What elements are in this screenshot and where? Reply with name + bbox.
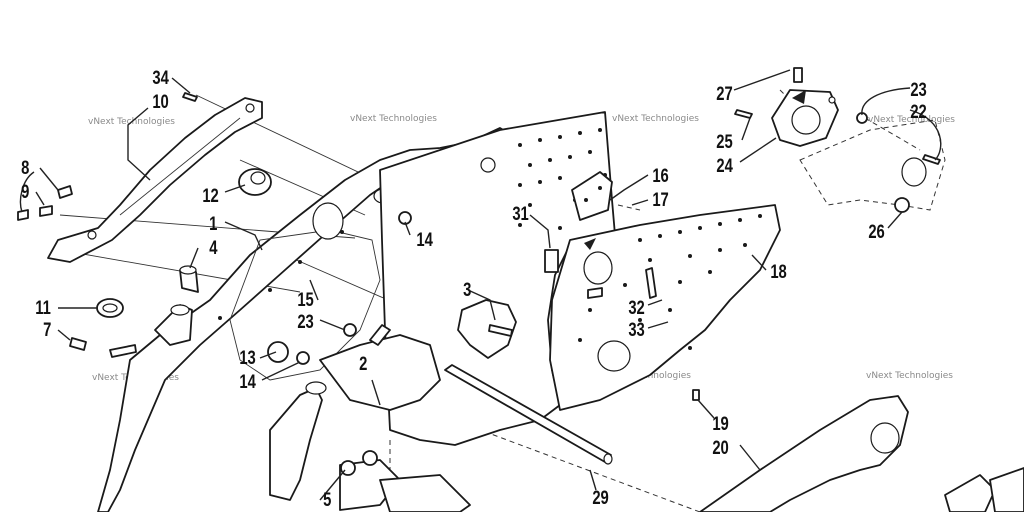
bearing-flange-part [771,89,839,147]
callout-label: 1 [209,213,217,234]
callout-label: 16 [652,165,668,186]
panel-holes [218,128,762,350]
cross-shaft-part [444,364,613,465]
bolt-parts-right [587,67,941,401]
callout-label: 2 [359,353,367,374]
callout-label: 12 [202,185,218,206]
watermark: vNext Technologies [612,114,699,124]
callout-label: 7 [43,319,51,340]
callout-label: 22 [910,101,926,122]
leader-lines [19,69,942,501]
side-panel-part [549,204,781,411]
callout-label: 26 [868,221,884,242]
callout-label: 24 [716,155,733,176]
small-hardware-parts [267,211,596,476]
callout-label: 31 [512,203,528,224]
callout-label: 8 [21,157,29,178]
bolt-parts-left [17,92,198,358]
callout-label: 20 [712,437,728,458]
watermark: vNext Technologies [866,371,953,381]
callout-label: 15 [297,289,313,310]
callout-label: 14 [239,371,256,392]
callout-label: 33 [628,319,644,340]
watermark: vNext Technologies [868,115,955,125]
spacer-part [179,265,199,293]
clamp-part [96,298,124,318]
bottom-right-part [944,467,1024,512]
callout-label: 9 [21,181,29,202]
watermark: vNext Technologies [350,114,437,124]
callout-label: 25 [716,131,732,152]
callout-label: 10 [152,91,168,112]
callout-label: 14 [416,229,433,250]
gusset-plate-part [457,299,517,359]
right-bulkhead-part [799,112,946,213]
callout-label: 13 [239,347,255,368]
callout-label: 34 [152,67,169,88]
callout-label: 4 [209,237,218,258]
plate-part [571,171,613,221]
callout-label: 3 [463,279,471,300]
callout-label: 29 [592,487,608,508]
callouts: 34 10 8 9 12 1 4 11 7 15 23 13 14 5 2 3 … [21,67,927,510]
front-upright-part [154,304,471,512]
callout-label: 32 [628,297,644,318]
callout-label: 18 [770,261,786,282]
callout-label: 11 [35,297,51,318]
callout-label: 27 [716,83,732,104]
arm-part [699,395,909,512]
callout-label: 19 [712,413,728,434]
grommet-part [238,168,272,196]
callout-label: 23 [297,311,313,332]
callout-label: 5 [323,489,331,510]
bracket-bar-part [47,97,263,263]
callout-label: 23 [910,79,926,100]
callout-label: 17 [652,189,668,210]
